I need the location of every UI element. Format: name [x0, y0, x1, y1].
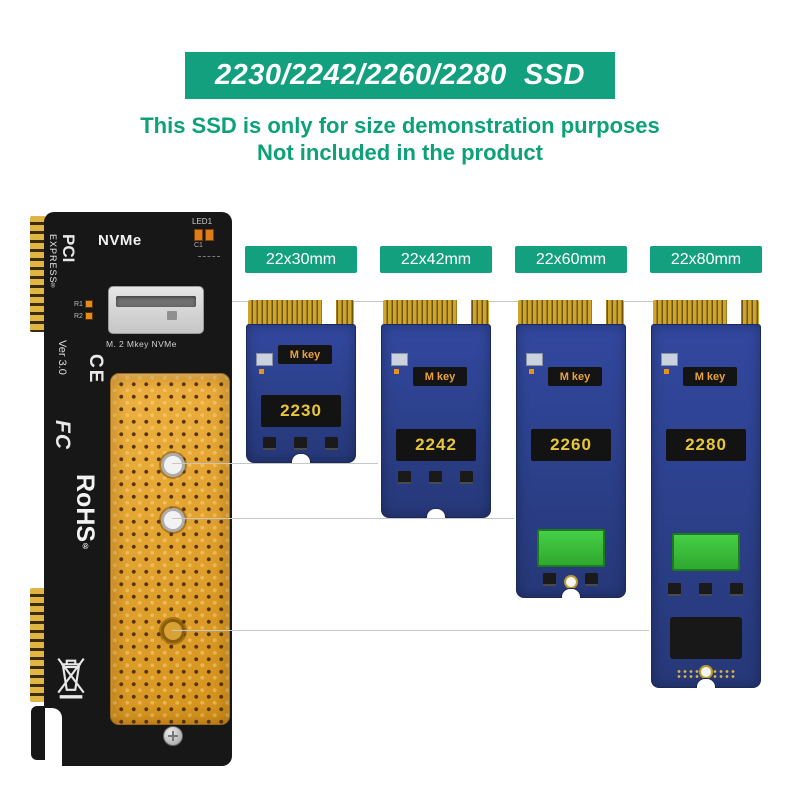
model-chip: 2280 [666, 429, 746, 461]
led1-label: LED1 [192, 217, 213, 226]
component-dot-icon [259, 369, 264, 374]
silkscreen-mark [198, 256, 220, 257]
c1-label: C1 [194, 242, 203, 249]
rohs-label: RoHS® [71, 474, 99, 552]
small-ic-icon [526, 353, 543, 366]
pci-logo-text: PCI [59, 234, 78, 263]
transistor-icon [730, 583, 743, 596]
ssd-edge-connector [518, 300, 624, 326]
transistor-icon [460, 471, 473, 484]
transistor-icon [429, 471, 442, 484]
mkey-chip: M key [278, 345, 332, 364]
ssd-size-label-2260: 22x60mm [515, 246, 627, 273]
title-text: 2230/2242/2260/2280 SSD [215, 59, 585, 91]
disclaimer-notes: This SSD is only for size demonstration … [0, 112, 800, 166]
express-logo-text: EXPRESS® [48, 234, 58, 291]
transistor-icon [294, 437, 307, 450]
ssd-edge-connector [383, 300, 489, 326]
ssd-pcb: M key 2242 [381, 324, 491, 518]
mounting-notch [426, 508, 446, 518]
transistor-icon [263, 437, 276, 450]
note-line-1: This SSD is only for size demonstration … [140, 113, 660, 138]
mounting-screw-icon [163, 726, 183, 746]
screw-hole [699, 665, 713, 679]
heatsink-plate [110, 373, 230, 725]
transistor-icon [699, 583, 712, 596]
resistor-r1: R1 [74, 300, 93, 308]
transistor-icon [668, 583, 681, 596]
callout-line-2230 [172, 463, 378, 464]
registered-mark: ® [81, 542, 90, 552]
capacitor-icon [194, 229, 203, 241]
m2-slot [108, 286, 204, 334]
card-latch-tab [31, 706, 45, 760]
nvme-label: NVMe [98, 232, 142, 249]
pcie-gold-fingers-bottom [30, 588, 45, 702]
fcc-mark: FC [51, 420, 74, 450]
capacitor-icon [205, 229, 214, 241]
transistor-icon [325, 437, 338, 450]
small-ic-icon [391, 353, 408, 366]
transistor-icon [543, 573, 556, 586]
ssd-pcb: M key 2260 [516, 324, 626, 598]
ssd-pcb: M key 2280 [651, 324, 761, 688]
transistor-icon [398, 471, 411, 484]
m-key-notch [727, 300, 741, 326]
registered-mark: ® [50, 283, 56, 291]
ssd-card-2280: M key 2280 [651, 300, 761, 688]
heatsink-hole-2230 [161, 453, 185, 477]
component-dot-icon [394, 369, 399, 374]
note-line-2: Not included in the product [257, 140, 543, 165]
ce-mark: CE [85, 354, 106, 385]
resistor-r2: R2 [74, 312, 93, 320]
model-chip: 2230 [261, 395, 341, 427]
pci-express-logo: PCI EXPRESS® [48, 234, 78, 340]
ssd-card-2260: M key 2260 [516, 300, 626, 598]
ssd-edge-connector [653, 300, 759, 326]
mkey-chip: M key [683, 367, 737, 386]
card-bottom-cutout [44, 708, 62, 766]
title-banner: 2230/2242/2260/2280 SSD [185, 52, 615, 99]
heatsink-hole-2242 [161, 508, 185, 532]
mounting-notch [291, 453, 311, 463]
mkey-chip: M key [548, 367, 602, 386]
pcie-adapter-card: NVMe LED1 C1 PCI EXPRESS® R1 R2 Ver 3.0 … [31, 212, 232, 766]
weee-crossed-bin-icon [54, 654, 88, 705]
transistor-icon [585, 573, 598, 586]
ssd-pcb: M key 2230 [246, 324, 356, 463]
callout-line-2242 [172, 518, 514, 519]
screw-hole [564, 575, 578, 589]
small-ic-icon [661, 353, 678, 366]
version-label: Ver 3.0 [56, 340, 68, 375]
m2-slot-key [167, 311, 178, 320]
m2-slot-label: M. 2 Mkey NVMe [106, 339, 177, 349]
mounting-notch [561, 588, 581, 598]
ssd-size-label-2280: 22x80mm [650, 246, 762, 273]
mkey-chip: M key [413, 367, 467, 386]
ssd-card-2242: M key 2242 [381, 300, 491, 518]
model-chip: 2242 [396, 429, 476, 461]
callout-line-2260 [172, 630, 649, 631]
model-chip: 2260 [531, 429, 611, 461]
m2-slot-groove [116, 296, 196, 307]
ssd-edge-connector [248, 300, 354, 326]
m-key-notch [322, 300, 336, 326]
small-ic-icon [256, 353, 273, 366]
nand-chip-green [537, 529, 605, 567]
resistor-pad-icon [84, 312, 93, 320]
resistor-pad-icon [84, 300, 93, 308]
m-key-notch [457, 300, 471, 326]
ssd-size-label-2242: 22x42mm [380, 246, 492, 273]
controller-chip [670, 617, 742, 659]
component-dot-icon [529, 369, 534, 374]
m-key-notch [592, 300, 606, 326]
component-dot-icon [664, 369, 669, 374]
ssd-card-2230: M key 2230 [246, 300, 356, 463]
pcie-gold-fingers-top [30, 216, 45, 332]
heatsink-hole-2260 [161, 619, 185, 643]
mounting-notch [696, 678, 716, 688]
nand-chip-green [672, 533, 740, 571]
ssd-size-label-2230: 22x30mm [245, 246, 357, 273]
